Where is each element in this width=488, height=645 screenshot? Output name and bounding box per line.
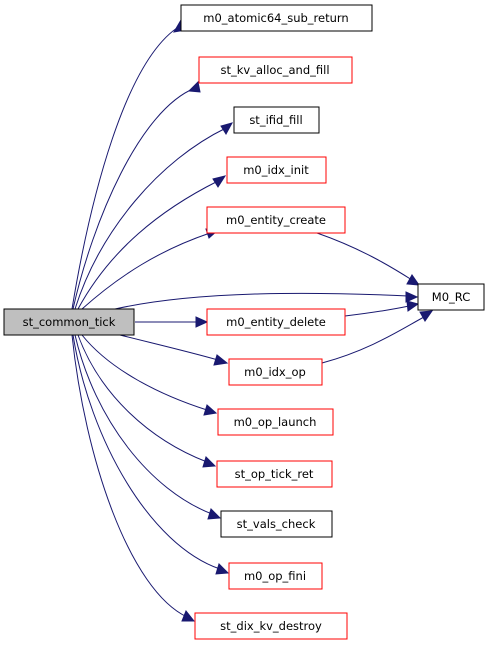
node-label-root: st_common_tick (23, 315, 116, 329)
node-box-vals-check (220, 510, 333, 538)
node-label-rc: M0_RC (432, 290, 470, 304)
node-box-idx-op (228, 358, 323, 386)
node-m0-op-launch[interactable]: m0_op_launch (217, 408, 334, 436)
edge-root-to-op-tick-ret (77, 334, 208, 463)
node-box-entity-create (206, 206, 346, 234)
node-label-entity-delete: m0_entity_delete (226, 315, 326, 329)
arrowhead-rc-from-entity-delete (406, 300, 420, 312)
arrowhead-op-tick-ret (202, 456, 217, 468)
node-box-dix-kv-destroy (194, 612, 348, 640)
node-st-vals-check[interactable]: st_vals_check (220, 510, 333, 538)
edge-root-to-kv-alloc (72, 87, 196, 310)
arrowhead-kv-alloc (187, 80, 201, 93)
node-m0-op-fini[interactable]: m0_op_fini (228, 562, 323, 590)
node-st-dix-kv-destroy[interactable]: st_dix_kv_destroy (194, 612, 348, 640)
edge-root-to-idx-op (119, 334, 219, 361)
node-st-op-tick-ret[interactable]: st_op_tick_ret (216, 460, 333, 488)
arrowhead-entity-delete (195, 316, 209, 328)
arrowhead-ifid (220, 122, 234, 135)
edge-root-to-ifid (74, 127, 227, 310)
node-box-root (3, 308, 135, 336)
node-m0-entity-create[interactable]: m0_entity_create (206, 206, 346, 234)
edge-root-to-vals-check (74, 334, 213, 515)
edge-idx-op-to-rc (321, 316, 425, 364)
arrowhead-op-launch (203, 404, 218, 416)
node-label-atomic: m0_atomic64_sub_return (203, 11, 348, 25)
node-label-op-tick-ret: st_op_tick_ret (235, 467, 314, 481)
node-st-kv-alloc-and-fill[interactable]: st_kv_alloc_and_fill (198, 56, 353, 84)
edge-root-to-atomic (71, 25, 181, 310)
arrowhead-rc-from-idx-op (419, 310, 434, 322)
node-m0-idx-op[interactable]: m0_idx_op (228, 358, 323, 386)
node-label-ifid: st_ifid_fill (249, 113, 302, 127)
arrowhead-vals-check (207, 508, 222, 520)
node-label-idx-init: m0_idx_init (243, 163, 309, 177)
arrowhead-idx-init (212, 175, 227, 188)
edge-root-to-op-launch (81, 334, 208, 411)
nodes: st_common_tick m0_atomic64_sub_return st… (3, 4, 485, 640)
node-box-ifid (233, 106, 320, 134)
node-m0-entity-delete[interactable]: m0_entity_delete (206, 308, 346, 336)
arrowhead-idx-op (213, 354, 229, 366)
node-label-op-launch: m0_op_launch (234, 415, 317, 429)
edge-root-to-entity-create (81, 232, 211, 310)
node-m0-atomic64-sub-return[interactable]: m0_atomic64_sub_return (180, 4, 373, 32)
edge-entity-create-to-rc (316, 232, 413, 281)
node-box-op-fini (228, 562, 323, 590)
node-box-kv-alloc (198, 56, 353, 84)
node-m0-idx-init[interactable]: m0_idx_init (226, 156, 327, 184)
node-label-op-fini: m0_op_fini (244, 569, 306, 583)
node-box-idx-init (226, 156, 327, 184)
node-m0-rc[interactable]: M0_RC (417, 283, 485, 311)
node-label-idx-op: m0_idx_op (244, 365, 306, 379)
node-label-dix-kv-destroy: st_dix_kv_destroy (220, 619, 322, 633)
arrowhead-rc-from-root (405, 291, 419, 303)
node-box-entity-delete (206, 308, 346, 336)
node-box-rc (417, 283, 485, 311)
arrowhead-op-fini (215, 563, 230, 575)
node-box-op-tick-ret (216, 460, 333, 488)
edge-root-to-op-fini (72, 334, 221, 570)
node-label-kv-alloc: st_kv_alloc_and_fill (220, 63, 329, 77)
node-st-common-tick[interactable]: st_common_tick (3, 308, 135, 336)
edge-root-to-idx-init (77, 180, 219, 310)
node-label-entity-create: m0_entity_create (226, 213, 326, 227)
node-box-atomic (180, 4, 373, 32)
edge-root-to-rc (114, 292, 409, 310)
arrowhead-rc-from-entity-create (406, 274, 421, 286)
edge-entity-delete-to-rc (344, 305, 410, 317)
node-st-ifid-fill[interactable]: st_ifid_fill (233, 106, 320, 134)
node-label-vals-check: st_vals_check (237, 517, 316, 531)
edge-root-to-dix-kv-destroy (71, 334, 188, 618)
node-box-op-launch (217, 408, 334, 436)
arrowhead-dix-kv-destroy (181, 610, 196, 622)
